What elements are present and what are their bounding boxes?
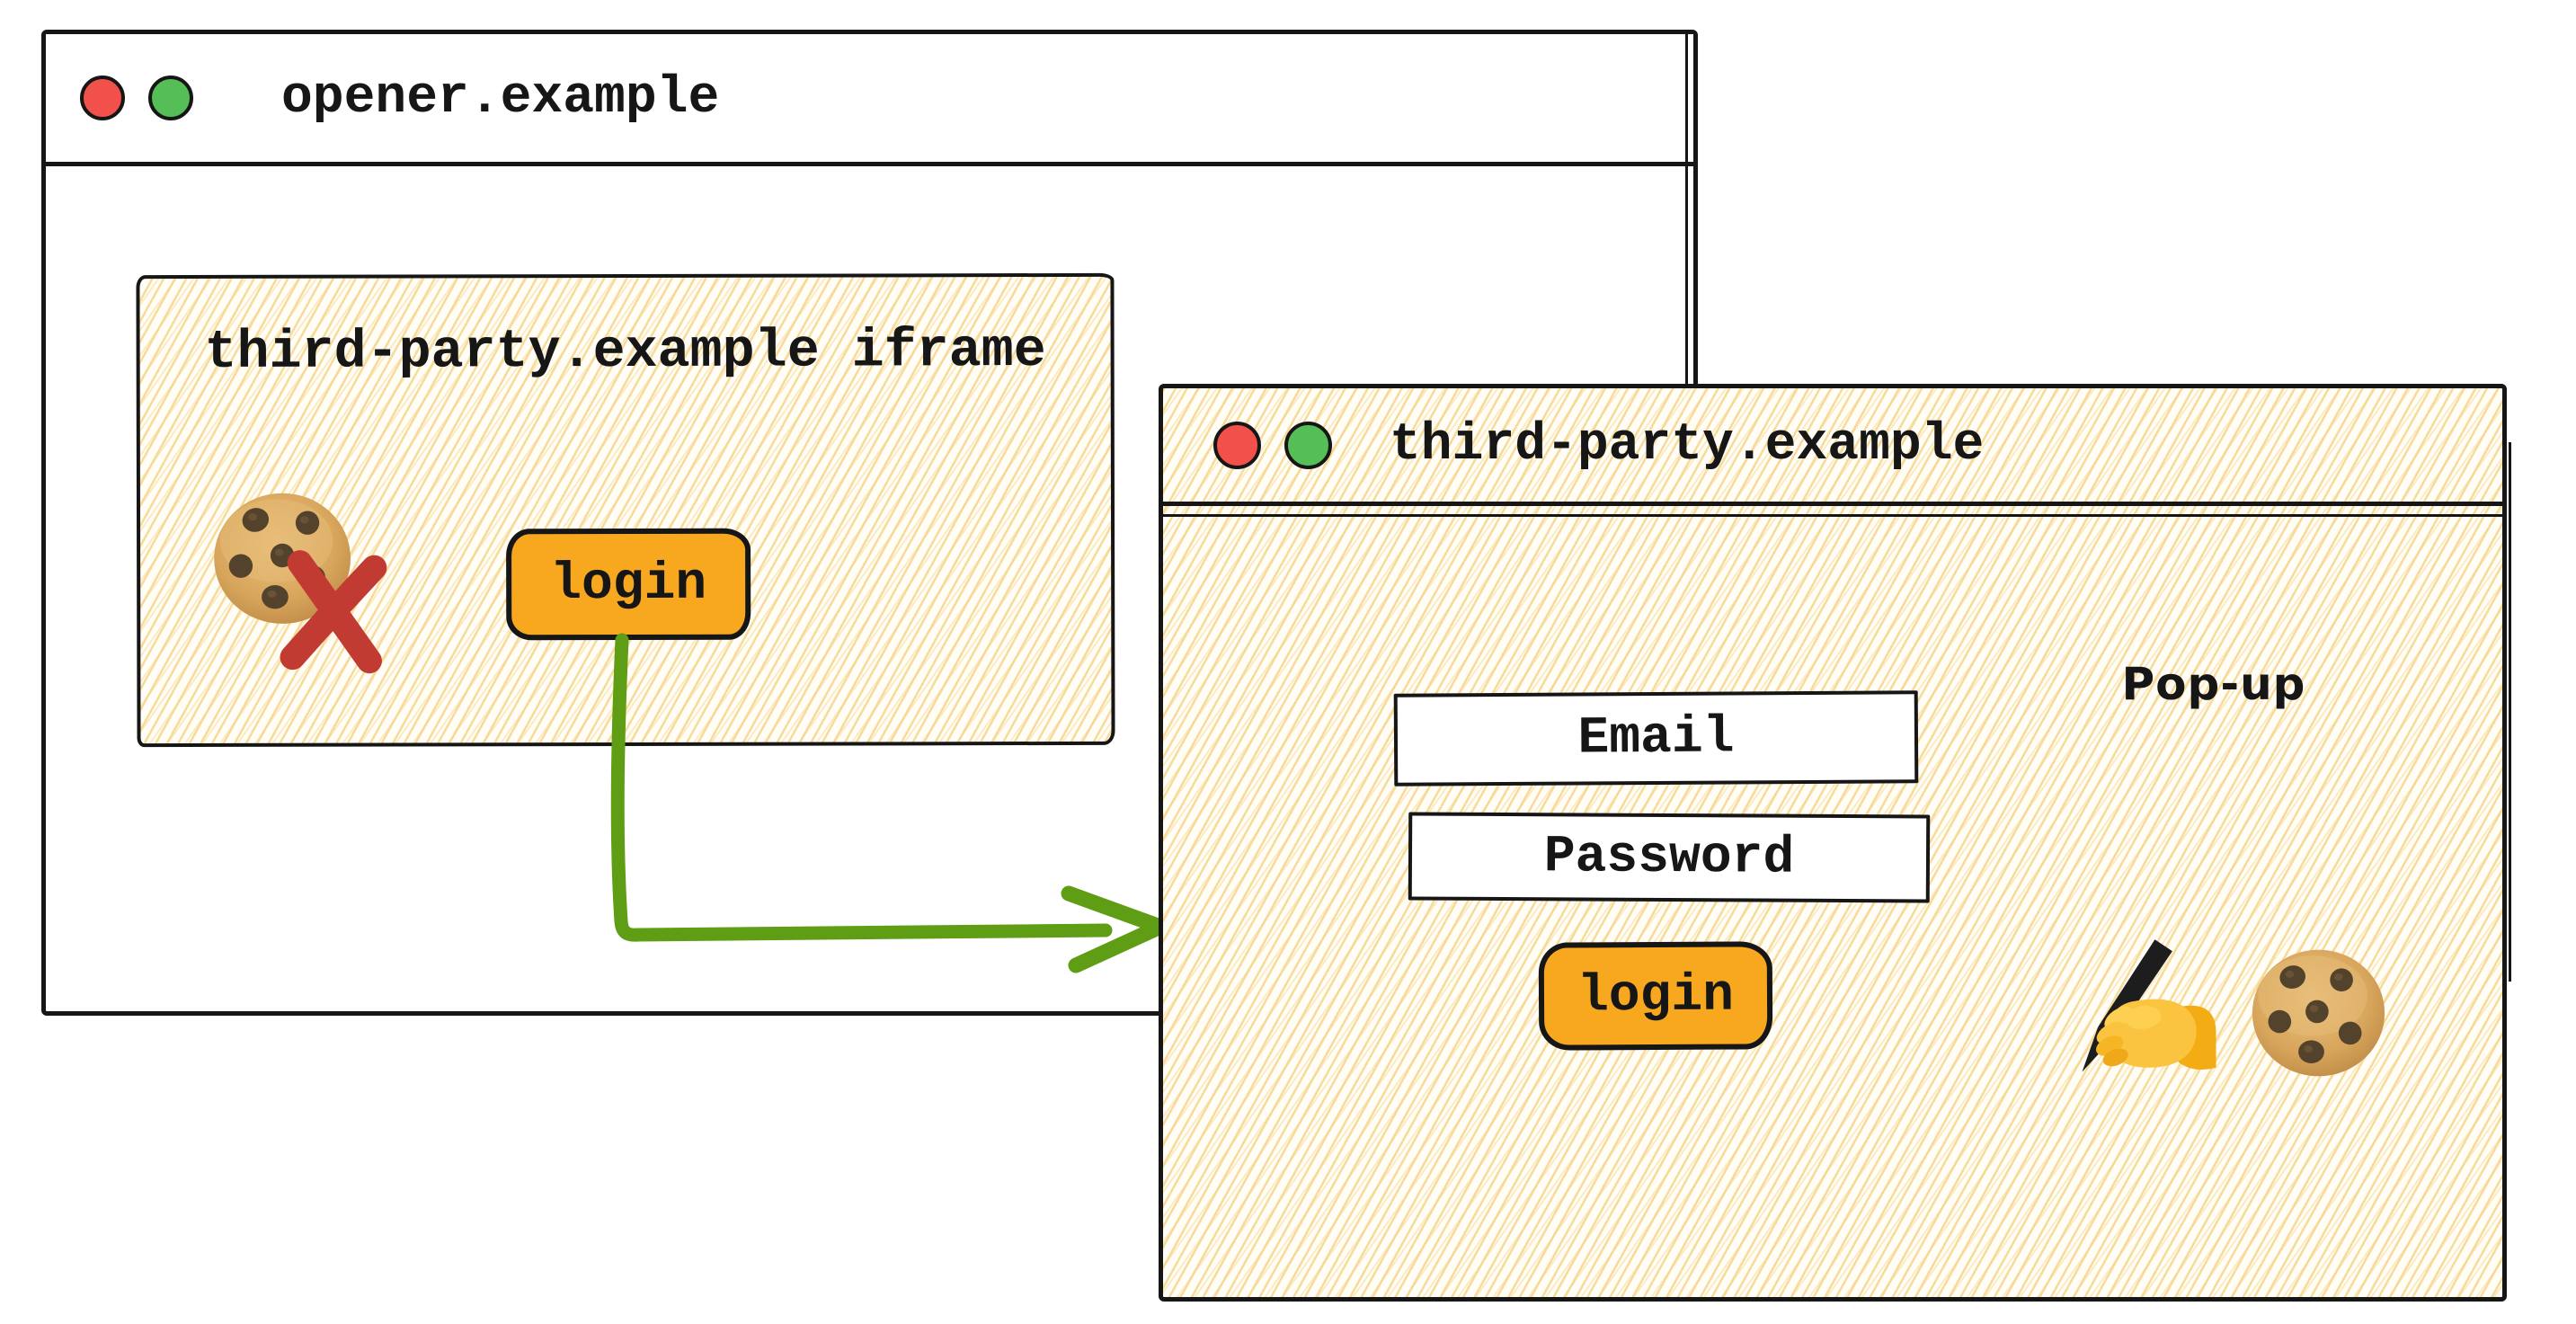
opener-window-title: opener.example (281, 68, 720, 128)
maximize-window-icon[interactable] (1284, 421, 1332, 469)
popup-login-button[interactable]: login (1538, 941, 1773, 1051)
login-to-popup-arrow (610, 633, 1168, 973)
email-field[interactable]: Email (1393, 690, 1919, 786)
password-placeholder: Password (1543, 827, 1795, 888)
sketch-stroke (2509, 442, 2511, 982)
third-party-iframe: third-party.example iframe (136, 272, 1115, 748)
popup-login-label: login (1577, 966, 1735, 1026)
iframe-label: third-party.example iframe (204, 321, 1046, 384)
opener-titlebar: opener.example (46, 34, 1693, 166)
popup-label: Pop-up (2121, 658, 2306, 710)
sketch-stroke (1163, 514, 2502, 517)
iframe-login-button[interactable]: login (506, 528, 751, 641)
cookie-icon (2243, 941, 2394, 1085)
email-placeholder: Email (1577, 708, 1735, 769)
red-x-icon (270, 549, 395, 675)
writing-hand-icon (2068, 937, 2218, 1082)
password-field[interactable]: Password (1408, 812, 1931, 903)
popup-window-title: third-party.example (1390, 415, 1985, 475)
popup-titlebar: third-party.example (1163, 388, 2502, 506)
popup-browser-window: third-party.example Pop-up Email Passwor… (1159, 384, 2511, 1302)
close-window-icon[interactable] (80, 76, 125, 120)
close-window-icon[interactable] (1213, 421, 1261, 469)
iframe-login-label: login (550, 555, 707, 614)
maximize-window-icon[interactable] (148, 76, 193, 120)
